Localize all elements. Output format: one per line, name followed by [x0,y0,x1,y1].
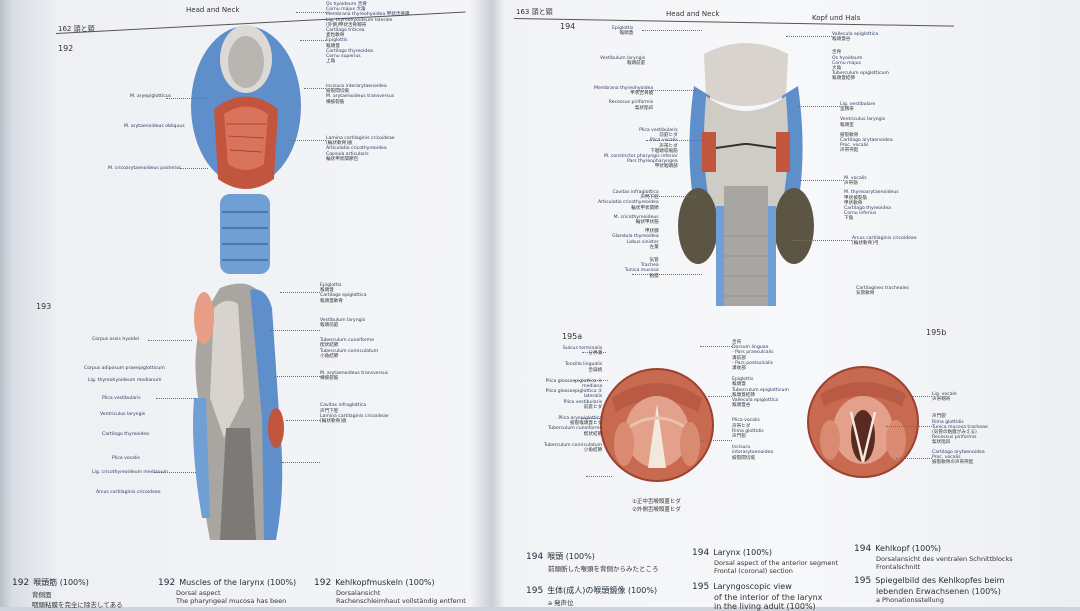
leader-line [708,396,732,397]
fig-193-label-left-7: Plica vocalis [112,456,140,461]
fig-194-labels-left-e: Cavitas infraglottica 声門下腔 Articulatio c… [598,190,659,279]
leader-line [286,420,320,421]
leader-line [290,140,326,141]
leader-line [646,140,702,141]
left-page: 162 頭と頸 Head and Neck 192 193 Os hyoideu… [8,0,488,609]
leader-line [632,274,702,275]
leader-line [800,180,844,181]
leader-line [700,346,732,347]
leader-line [642,30,702,31]
fig-194-labels-left-d: Plica vestibularis 前庭ヒダ Plica vocalis 声帯… [604,128,678,170]
fig-195a-number: 195a [562,332,583,341]
fig-193-labels-right: Epiglottis 喉頭蓋 Cartilago epiglottica 喉頭蓋… [320,283,389,425]
fig-195a-illustration [600,368,714,482]
leader-line [156,398,196,399]
leader-line [148,340,192,341]
fig-193-number: 193 [36,302,52,311]
leader-line [586,476,612,477]
right-page: 163 頭と頸 Head and Neck Kopf und Hals 194 … [496,0,1080,611]
right-header-jp: 163 頭と頸 [516,8,553,16]
fig-194-labels-right-a: Vallecula epiglottica 喉頭蓋谷 舌骨 Os hyoideu… [832,32,889,82]
fig-195b-labels-right: Lig. vocale 声帯靱帯 声門裂 Rima glottidis Tuni… [932,392,988,466]
fig-193-label-left-9: Arcus cartilaginis cricoideae [96,490,161,495]
fig-192-labels-low: Lamina cartilaginis cricoideae [輪状軟骨]板 A… [326,136,395,162]
fig-194-labels-right-b: Lig. vestibulare 室靱帯 Ventriculus laryngi… [840,102,893,154]
fig-193-label-left-8: Lig. cricothyreoideum medianum [92,470,169,475]
right-header-rule [513,18,954,27]
fig-195b-illustration [807,366,919,478]
fig-194-labels-right-e: Cartilagines tracheales 気管軟骨 [856,286,909,297]
leader-line [582,418,604,419]
leader-line [166,98,206,99]
fig-192-label-left-1: M. aryepiglotticus [130,94,172,99]
fig-194-labels-left-c: Membrana thyreohyoidea 甲状舌骨膜 Recessus pi… [594,86,654,111]
leader-line [304,88,326,89]
leader-line [896,396,932,397]
leader-line [280,292,320,293]
fig-193-label-left-4: Plica vestibularis [102,396,141,401]
fig-194-labels-right-c: M. vocalis 声帯筋 M. thyreoarytaenoideus 甲状… [844,176,899,222]
leader-line [270,330,320,331]
right-header-en: Head and Neck [666,10,720,18]
fig-192-labels-mid: Incisura interarytaenoidea 披裂間切痕 M. aryt… [326,84,395,105]
fig-192-label-left-3: M. cricoarytaenoideus posterior [108,166,181,171]
leader-line [896,458,932,459]
fig-192-label-left-2: M. arytaenoideus obliquus [124,124,185,129]
fig-193-label-left-1: Corpus ossis hyoidei [92,337,140,342]
leader-line [300,40,326,41]
fig-193-illustration [193,283,284,540]
leader-line [574,380,608,381]
fig-195a-labels-left: Sulcus terminalis 分界溝 Tonsilla lingualis… [544,346,603,454]
left-header-jp: 162 頭と頸 [58,25,95,33]
fig-194-labels-right-d: Arcus cartilaginis cricoideae [輪状軟骨]弓 [852,236,917,247]
fig-195b-number: 195b [926,328,947,337]
left-header-en: Head and Neck [186,6,240,14]
leader-line [282,462,320,463]
fig-192-illustration [191,25,301,274]
leader-line [798,106,840,107]
leader-line [582,352,606,353]
leader-line [296,12,326,13]
leader-line [886,426,932,427]
fig-193-label-left-2: Corpus adiposum praeepiglotticum [84,366,165,371]
right-header-de: Kopf und Hals [812,14,861,22]
fig-195a-labels-right: 舌背 Dorsum linguae - Pars praesulcalis 溝前… [732,340,789,461]
fig-193-label-left-6: Cartilago thyreoidea [102,432,149,437]
leader-line [792,240,852,241]
leader-line [180,168,208,169]
fig-193-label-left-5: Ventriculus laryngis [100,412,146,417]
leader-line [274,376,320,377]
fig-194-labels-left-a: Epiglottis 喉頭蓋 [612,26,634,37]
fig-195a-footnotes: ①正中舌喉頭蓋ヒダ ②外側舌喉頭蓋ヒダ [632,499,681,513]
fig-194-labels-left-b: Vestibulum laryngis 喉頭前庭 [600,56,646,67]
leader-line [646,196,696,197]
fig-194-number: 194 [560,22,576,31]
leader-line [702,440,732,441]
leader-line [154,472,196,473]
fig-194-illustration [678,43,814,306]
fig-192-labels-top: Os hyoideum 舌骨 Cornu majus 大角 Membrana t… [326,2,410,65]
fig-193-label-left-3: Lig. thyreohyoideum medianum [88,378,162,383]
fig-192-number: 192 [58,44,74,53]
leader-line [636,90,698,91]
leader-line [786,36,832,37]
